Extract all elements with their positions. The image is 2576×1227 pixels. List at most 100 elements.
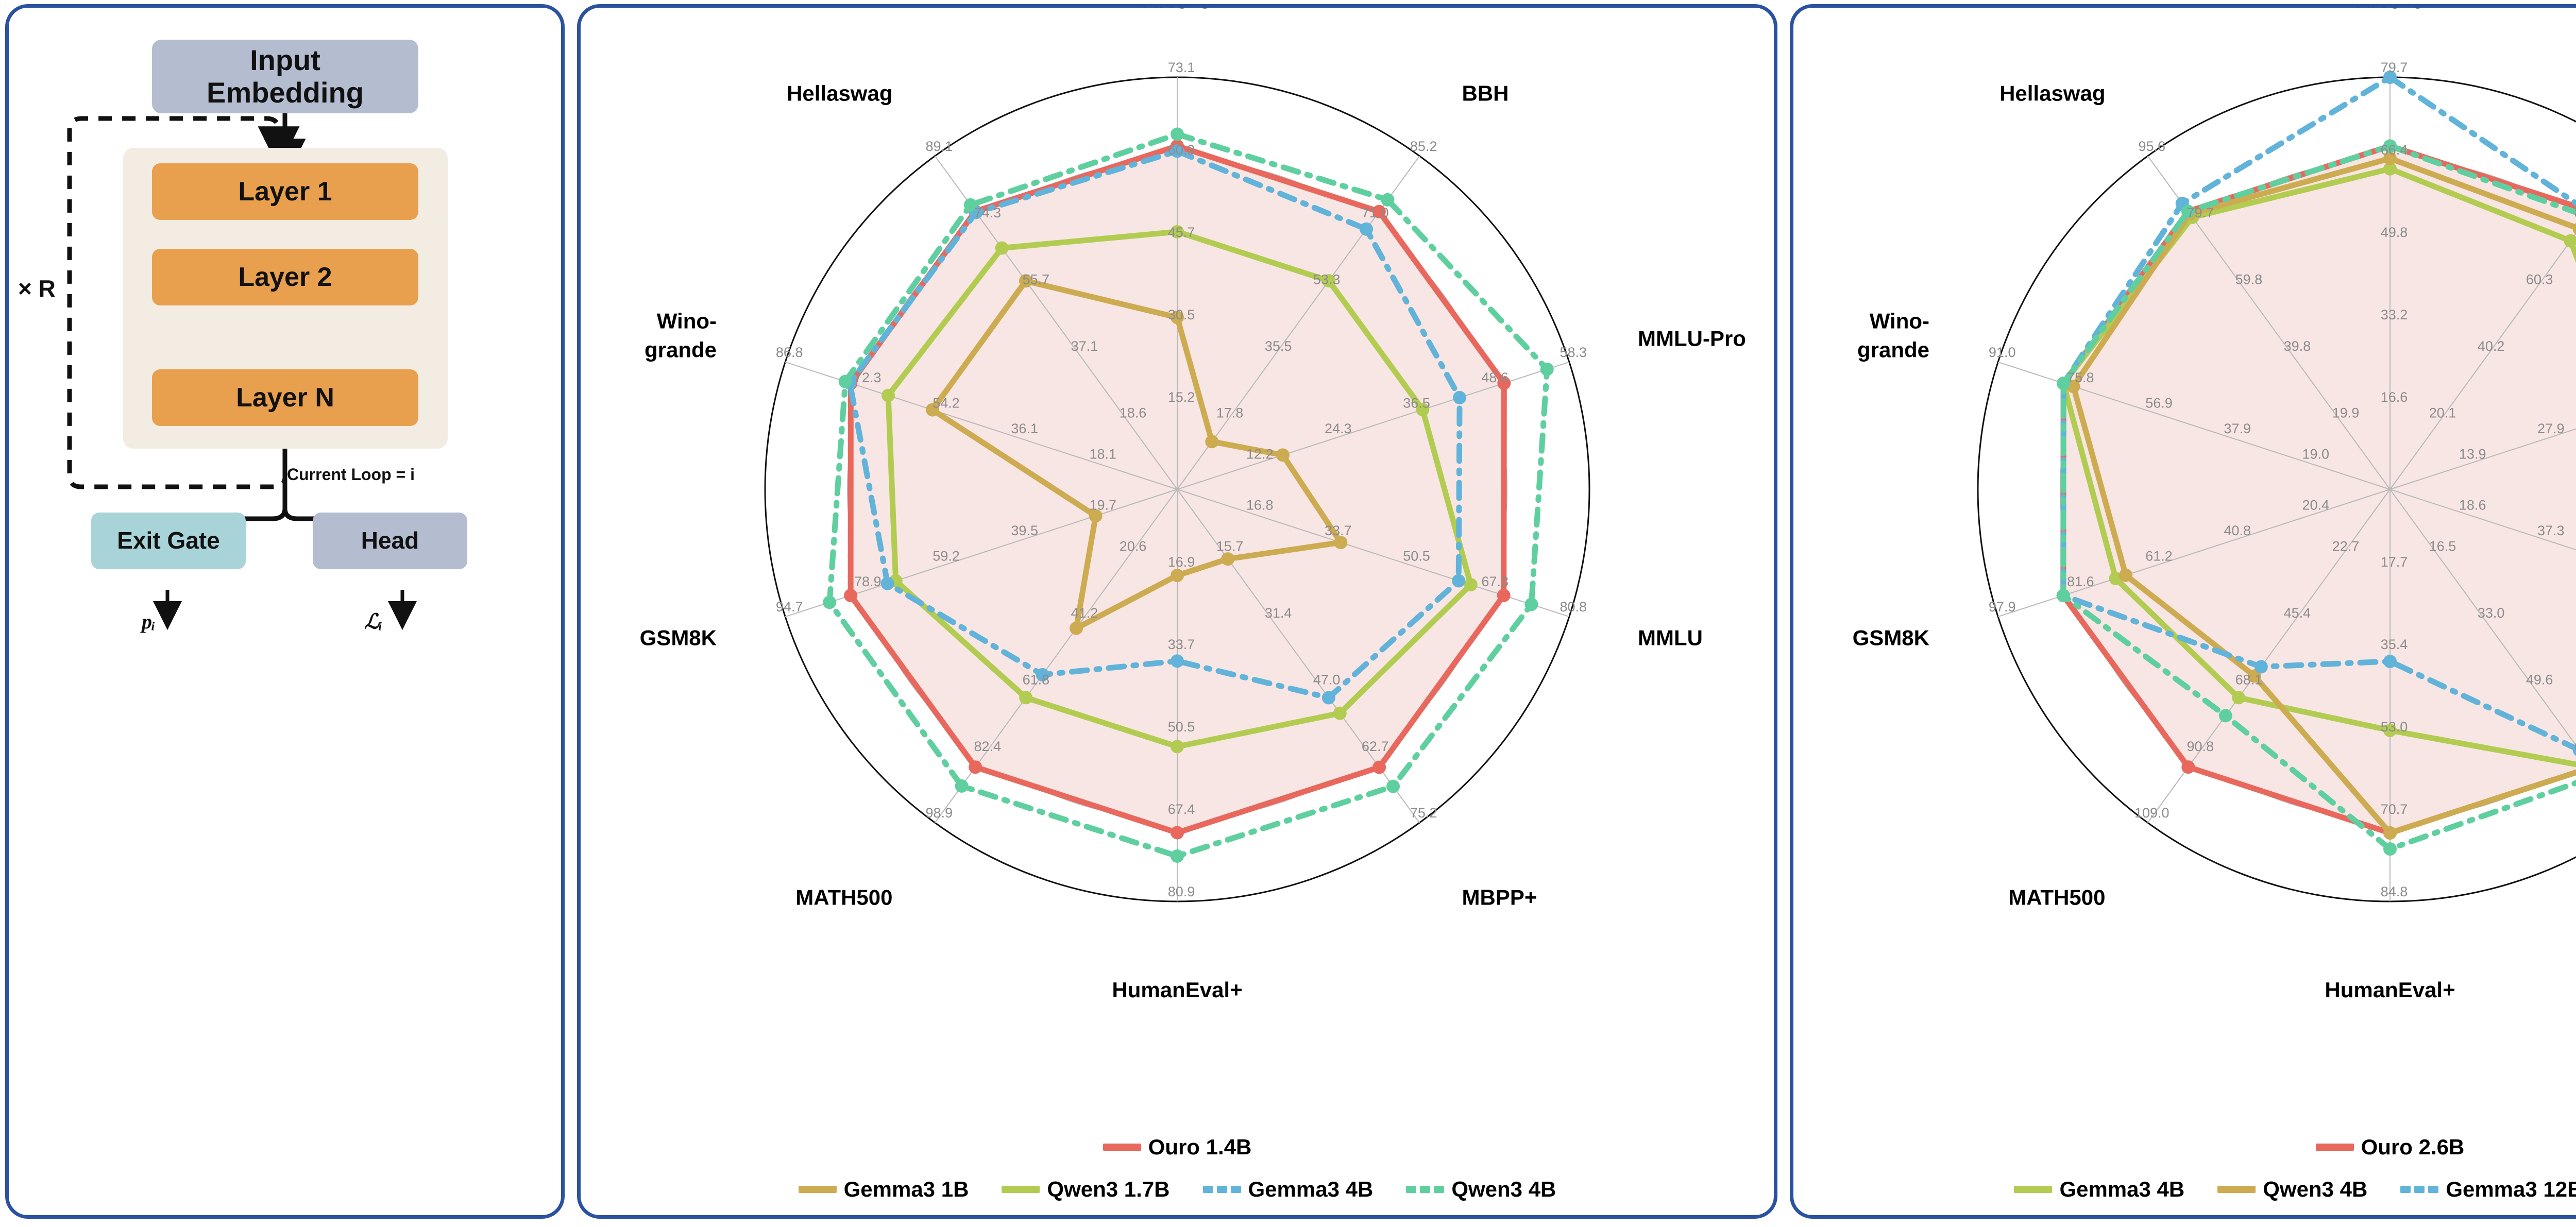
- svg-text:61.2: 61.2: [2145, 548, 2173, 564]
- svg-text:HumanEval+: HumanEval+: [2325, 978, 2455, 1002]
- svg-text:31.4: 31.4: [1265, 605, 1292, 621]
- svg-text:30.5: 30.5: [1168, 307, 1195, 322]
- layer-1-node: Layer 1: [152, 163, 418, 220]
- svg-text:62.7: 62.7: [1362, 739, 1389, 754]
- svg-text:15.7: 15.7: [1216, 538, 1244, 554]
- legend-swatch: [1103, 1144, 1141, 1151]
- exit-probability-label: pᵢ: [142, 610, 156, 633]
- svg-text:82.4: 82.4: [974, 739, 1002, 754]
- svg-text:75.8: 75.8: [2067, 370, 2094, 385]
- svg-text:89.1: 89.1: [926, 139, 953, 154]
- svg-text:85.2: 85.2: [1410, 139, 1437, 154]
- svg-text:16.5: 16.5: [2429, 538, 2456, 554]
- legend-label: Ouro 2.6B: [2361, 1135, 2465, 1159]
- svg-text:MBPP+: MBPP+: [1462, 885, 1537, 910]
- svg-text:19.0: 19.0: [2302, 447, 2330, 462]
- svg-text:24.3: 24.3: [1325, 421, 1352, 436]
- svg-text:37.3: 37.3: [2537, 523, 2565, 538]
- loss-label: ℒᵢ: [364, 610, 383, 633]
- legend-item[interactable]: Gemma3 1B: [798, 1177, 969, 1202]
- svg-text:74.3: 74.3: [974, 205, 1002, 220]
- svg-text:17.8: 17.8: [1216, 405, 1244, 421]
- svg-text:80.5: 80.5: [2574, 205, 2576, 220]
- svg-text:36.5: 36.5: [1403, 396, 1430, 411]
- svg-text:80.8: 80.8: [1560, 599, 1587, 615]
- legend-swatch: [2217, 1186, 2256, 1193]
- svg-text:MMLU: MMLU: [1638, 626, 1703, 650]
- svg-text:27.9: 27.9: [2537, 421, 2565, 436]
- svg-text:67.4: 67.4: [1168, 802, 1195, 817]
- svg-text:HumanEval+: HumanEval+: [1112, 978, 1242, 1002]
- svg-text:75.2: 75.2: [1410, 805, 1437, 821]
- svg-text:61.8: 61.8: [1023, 672, 1050, 687]
- svg-text:20.1: 20.1: [2429, 405, 2456, 421]
- svg-text:35.4: 35.4: [2381, 637, 2408, 652]
- legend-item[interactable]: Gemma3 4B: [1202, 1177, 1373, 1202]
- svg-text:Hellaswag: Hellaswag: [787, 81, 892, 106]
- legend-label: Gemma3 1B: [843, 1177, 969, 1201]
- svg-text:35.5: 35.5: [1265, 338, 1292, 354]
- svg-text:20.6: 20.6: [1120, 538, 1147, 554]
- svg-text:53.0: 53.0: [2381, 719, 2408, 735]
- architecture-panel: Input Embedding Layer 1 Layer 2 Layer N …: [5, 4, 565, 1219]
- legend-item[interactable]: Qwen3 4B: [2217, 1177, 2367, 1202]
- head-node: Head: [313, 513, 467, 569]
- svg-text:66.1: 66.1: [2574, 739, 2576, 754]
- svg-text:36.1: 36.1: [1011, 421, 1038, 436]
- svg-text:20.4: 20.4: [2302, 497, 2330, 513]
- legend-row-primary: Ouro 2.6B: [1793, 1135, 2576, 1160]
- layer-2-node: Layer 2: [152, 249, 418, 305]
- svg-text:18.6: 18.6: [1120, 405, 1147, 421]
- svg-text:ARC-C: ARC-C: [1142, 8, 1212, 13]
- svg-text:16.6: 16.6: [2381, 389, 2408, 405]
- svg-text:16.8: 16.8: [1246, 497, 1274, 513]
- svg-text:54.2: 54.2: [933, 396, 960, 411]
- svg-text:50.5: 50.5: [1168, 719, 1195, 735]
- svg-text:MMLU-Pro: MMLU-Pro: [1638, 327, 1746, 351]
- svg-text:MATH500: MATH500: [795, 885, 892, 910]
- svg-text:49.6: 49.6: [2526, 672, 2553, 687]
- svg-text:19.7: 19.7: [1090, 497, 1117, 513]
- legend-item[interactable]: Qwen3 1.7B: [1002, 1177, 1170, 1202]
- svg-text:grande: grande: [645, 338, 717, 362]
- legend-label: Gemma3 12B: [2446, 1177, 2576, 1201]
- legend-label: Qwen3 4B: [2263, 1177, 2368, 1201]
- svg-text:48.6: 48.6: [1481, 370, 1509, 385]
- svg-text:97.9: 97.9: [1989, 599, 2016, 615]
- svg-text:71.0: 71.0: [1362, 205, 1389, 220]
- legend-item[interactable]: Gemma3 4B: [2014, 1177, 2184, 1202]
- svg-text:56.9: 56.9: [2145, 396, 2173, 411]
- svg-text:91.0: 91.0: [1989, 345, 2016, 360]
- svg-text:39.5: 39.5: [1011, 523, 1038, 538]
- repeat-label: × R: [18, 275, 56, 302]
- legend-item[interactable]: Qwen3 4B: [1406, 1177, 1556, 1202]
- svg-text:70.7: 70.7: [2381, 802, 2408, 817]
- legend-item[interactable]: Gemma3 12B: [2400, 1177, 2576, 1202]
- svg-text:95.6: 95.6: [2139, 139, 2166, 154]
- svg-text:22.7: 22.7: [2332, 538, 2360, 554]
- legend-label: Ouro 1.4B: [1148, 1135, 1252, 1159]
- svg-text:16.9: 16.9: [1168, 554, 1195, 570]
- current-loop-label: Current Loop = i: [287, 465, 415, 484]
- svg-text:12.2: 12.2: [1246, 447, 1274, 462]
- svg-text:33.7: 33.7: [1168, 637, 1195, 652]
- svg-text:19.9: 19.9: [2332, 405, 2360, 421]
- svg-text:67.3: 67.3: [1481, 574, 1509, 589]
- svg-text:13.9: 13.9: [2459, 447, 2486, 462]
- svg-text:40.8: 40.8: [2224, 523, 2251, 538]
- svg-text:Wino-: Wino-: [1870, 309, 1929, 333]
- svg-text:GSM8K: GSM8K: [640, 626, 717, 650]
- legend-item[interactable]: Ouro 1.4B: [1103, 1135, 1252, 1160]
- exit-gate-node: Exit Gate: [91, 513, 246, 569]
- svg-text:15.2: 15.2: [1168, 389, 1195, 405]
- legend-swatch: [798, 1186, 837, 1193]
- svg-text:98.9: 98.9: [926, 805, 953, 821]
- legend-item[interactable]: Ouro 2.6B: [2315, 1135, 2465, 1160]
- svg-text:79.7: 79.7: [2187, 205, 2214, 220]
- radar-panel-ouro-2-6b: 16.633.249.866.479.720.140.260.380.596.6…: [1790, 4, 2576, 1219]
- legend-swatch: [1202, 1186, 1241, 1193]
- svg-text:86.8: 86.8: [776, 345, 803, 360]
